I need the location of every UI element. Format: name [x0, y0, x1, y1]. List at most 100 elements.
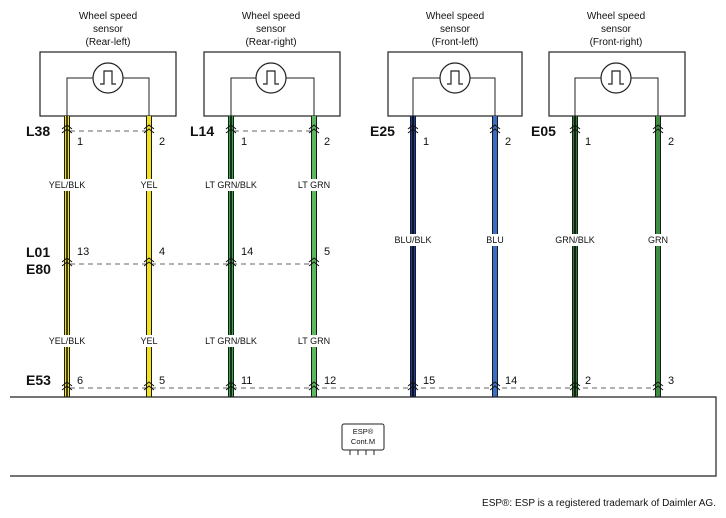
connector-chevron [308, 124, 320, 134]
pin-number: 14 [241, 246, 253, 258]
wire-color-label: LT GRN/BLK [205, 180, 257, 190]
trademark-footnote: ESP®: ESP is a registered trademark of D… [482, 498, 716, 509]
connector-chevron [225, 381, 237, 391]
control-module-label-1: ESP® [353, 427, 374, 436]
pulse-sensor-icon [92, 62, 124, 94]
wire-label-bg [137, 179, 161, 191]
wire-color-label: BLU [486, 235, 504, 245]
sensor-box-front-right [548, 51, 686, 117]
connector-chevron [308, 257, 320, 267]
wire-color-label: GRN [648, 235, 668, 245]
connector-chevron [569, 124, 581, 134]
connector-chevron [652, 124, 664, 134]
connector-chevron [569, 381, 581, 391]
sensor-title-front-right: Wheel speed sensor (Front-right) [587, 11, 645, 48]
connector-chevron [225, 257, 237, 267]
pin-number: 1 [241, 136, 247, 148]
connector-L38: L38 [26, 123, 50, 139]
svg-text:(Rear-left): (Rear-left) [85, 37, 130, 48]
control-module: ESP® Cont.M [10, 396, 717, 477]
wire-label-bg [483, 234, 507, 246]
wire-color-label: YEL/BLK [49, 180, 86, 190]
esp-module-icon [341, 423, 385, 451]
pin-number: 12 [324, 375, 336, 387]
wire-label-bg [294, 179, 334, 191]
svg-text:sensor: sensor [601, 24, 632, 35]
pin-number: 13 [77, 246, 89, 258]
connector-chevron [61, 124, 73, 134]
sensor-box-rear-left [39, 51, 177, 117]
pulse-sensor-icon [439, 62, 471, 94]
wire-color-label: LT GRN/BLK [205, 336, 257, 346]
sensor-title-front-left: Wheel speed sensor (Front-left) [426, 11, 484, 48]
connector-chevron [225, 124, 237, 134]
connector-E25: E25 [370, 123, 395, 139]
pin-number: 2 [324, 136, 330, 148]
connector-chevron [308, 381, 320, 391]
connector-dashes [70, 130, 660, 389]
connector-E53: E53 [26, 372, 51, 388]
connector-chevron [489, 381, 501, 391]
pin-number: 2 [505, 136, 511, 148]
wire-label-bg [44, 335, 90, 347]
pin-number: 5 [324, 246, 330, 258]
wire-label-bg [200, 335, 262, 347]
sensor-box-front-left [387, 51, 523, 117]
connector-E80: E80 [26, 261, 51, 277]
pin-number: 3 [668, 375, 674, 387]
svg-text:sensor: sensor [440, 24, 471, 35]
sensor-title-rear-left: Wheel speed sensor (Rear-left) [79, 11, 137, 48]
pin-number: 1 [423, 136, 429, 148]
svg-text:Wheel speed: Wheel speed [587, 11, 645, 22]
wire-color-label: LT GRN [298, 180, 330, 190]
wire-label-bg [200, 179, 262, 191]
pin-number: 11 [241, 375, 252, 387]
wire-label-bg [44, 179, 90, 191]
svg-text:sensor: sensor [93, 24, 124, 35]
wire-color-label: YEL [140, 336, 157, 346]
pin-number: 1 [585, 136, 591, 148]
svg-text:Wheel speed: Wheel speed [79, 11, 137, 22]
pulse-sensor-icon [600, 62, 632, 94]
wire-color-label: BLU/BLK [394, 235, 431, 245]
wire-label-bg [294, 335, 334, 347]
connector-chevron [489, 124, 501, 134]
control-module-label-2: Cont.M [351, 437, 375, 446]
wire-label-bg [552, 234, 598, 246]
pin-number: 4 [159, 246, 165, 258]
svg-text:(Front-right): (Front-right) [590, 37, 643, 48]
pulse-sensor-icon [255, 62, 287, 94]
svg-text:Wheel speed: Wheel speed [242, 11, 300, 22]
connector-chevron [652, 381, 664, 391]
pin-number: 14 [505, 375, 517, 387]
wire-color-label: GRN/BLK [555, 235, 595, 245]
connector-chevron [143, 124, 155, 134]
wire-color-label: YEL [140, 180, 157, 190]
pin-number: 2 [668, 136, 674, 148]
wire-label-bg [137, 335, 161, 347]
connector-L14: L14 [190, 123, 214, 139]
connector-chevron [61, 381, 73, 391]
svg-text:(Rear-right): (Rear-right) [245, 37, 296, 48]
connector-chevron [143, 257, 155, 267]
svg-text:Wheel speed: Wheel speed [426, 11, 484, 22]
pin-number: 2 [159, 136, 165, 148]
connector-chevron [143, 381, 155, 391]
wire-label-bg [390, 234, 436, 246]
wire-color-label: YEL/BLK [49, 336, 86, 346]
pin-number: 2 [585, 375, 591, 387]
connector-chevron [61, 257, 73, 267]
sensor-title-rear-right: Wheel speed sensor (Rear-right) [242, 11, 300, 48]
connector-E05: E05 [531, 123, 556, 139]
connector-chevron [407, 381, 419, 391]
connector-chevron [407, 124, 419, 134]
wire-color-label: LT GRN [298, 336, 330, 346]
connector-L01: L01 [26, 244, 50, 260]
svg-text:(Front-left): (Front-left) [432, 37, 479, 48]
pin-number: 1 [77, 136, 83, 148]
pin-number: 6 [77, 375, 83, 387]
svg-text:sensor: sensor [256, 24, 287, 35]
sensor-box-rear-right [203, 51, 341, 117]
